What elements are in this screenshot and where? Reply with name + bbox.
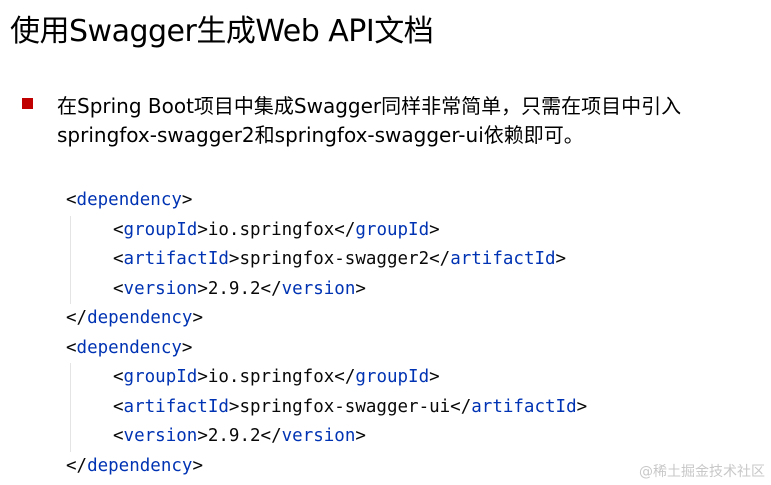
tag-name: artifactId xyxy=(450,249,556,269)
code-line-groupid: <groupId>io.springfox</groupId> xyxy=(66,363,587,393)
tag-name: artifactId xyxy=(123,249,229,269)
code-line-dependency-close: </dependency> xyxy=(66,308,203,328)
tag-name: version xyxy=(123,278,198,299)
tag-name: dependency xyxy=(87,308,193,328)
code-line-dependency-close: </dependency> xyxy=(66,455,203,476)
code-line-version: <version>2.9.2</version> xyxy=(66,422,587,452)
code-line-artifactid: <artifactId>springfox-swagger-ui</artifa… xyxy=(66,392,587,422)
indent-guide xyxy=(70,274,71,304)
tag-name: version xyxy=(281,426,356,446)
code-line-dependency-open: <dependency> xyxy=(66,190,193,210)
artifact-value: springfox-swagger-ui xyxy=(239,396,451,417)
tag-name: groupId xyxy=(355,219,430,240)
code-line-groupid: <groupId>io.springfox</groupId> xyxy=(66,215,587,245)
indent-guide xyxy=(70,392,71,422)
code-line-version: <version>2.9.2</version> xyxy=(66,274,587,304)
bullet-line-2: springfox-swagger2和springfox-swagger-ui依… xyxy=(57,123,584,147)
tag-name: dependency xyxy=(76,337,182,358)
watermark-text: @稀土掘金技术社区 xyxy=(639,464,765,480)
version-value: 2.9.2 xyxy=(207,278,261,299)
code-block: <dependency> <groupId>io.springfox</grou… xyxy=(66,186,587,481)
version-value: 2.9.2 xyxy=(207,426,261,446)
indent-guide xyxy=(70,363,71,393)
bullet-square-icon xyxy=(22,98,33,109)
bullet-line-1: 在Spring Boot项目中集成Swagger同样非常简单，只需在项目中引入 xyxy=(57,94,682,118)
tag-name: dependency xyxy=(87,455,193,476)
indent-guide xyxy=(70,422,71,452)
tag-name: artifactId xyxy=(471,396,577,417)
tag-name: groupId xyxy=(355,367,430,387)
tag-name: dependency xyxy=(76,190,182,210)
code-line-artifactid: <artifactId>springfox-swagger2</artifact… xyxy=(66,245,587,275)
code-line-dependency-open: <dependency> xyxy=(66,337,193,358)
tag-name: version xyxy=(281,278,356,299)
tag-name: groupId xyxy=(123,367,198,387)
indent-guide xyxy=(70,245,71,275)
bullet-text: 在Spring Boot项目中集成Swagger同样非常简单，只需在项目中引入 … xyxy=(57,92,762,150)
artifact-value: springfox-swagger2 xyxy=(239,249,430,269)
group-value: io.springfox xyxy=(207,367,335,387)
bullet-item: 在Spring Boot项目中集成Swagger同样非常简单，只需在项目中引入 … xyxy=(22,92,762,150)
tag-name: version xyxy=(123,426,198,446)
tag-name: artifactId xyxy=(123,396,229,417)
group-value: io.springfox xyxy=(207,219,335,240)
tag-name: groupId xyxy=(123,219,198,240)
slide-title: 使用Swagger生成Web API文档 xyxy=(10,14,434,49)
indent-guide xyxy=(70,215,71,245)
